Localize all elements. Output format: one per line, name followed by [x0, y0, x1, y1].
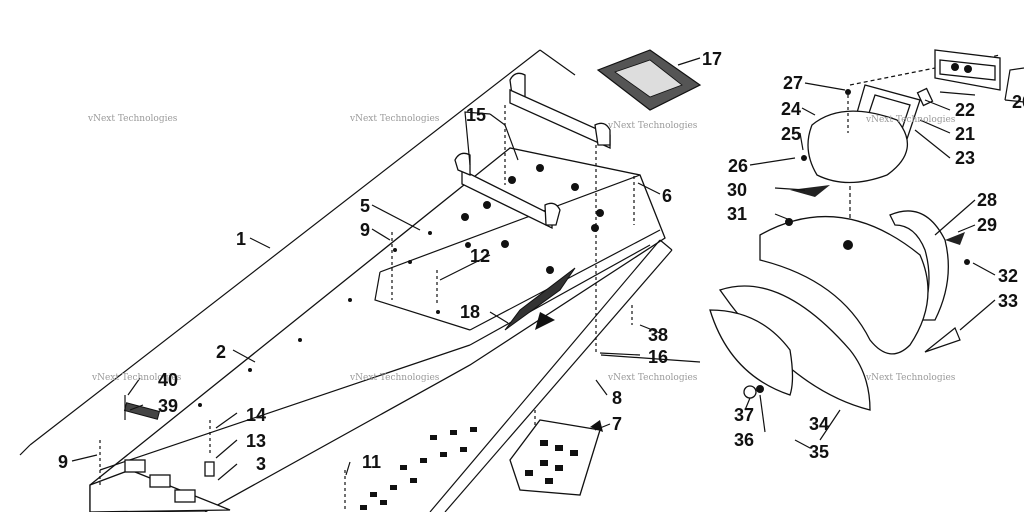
watermark-text: vNext Technologies: [349, 373, 440, 383]
label-part-8: 8: [612, 388, 622, 408]
watermark-text: vNext Technologies: [349, 114, 440, 124]
label-part-16: 16: [648, 347, 668, 367]
label-part-17: 17: [702, 49, 722, 69]
label-part-33: 33: [998, 291, 1018, 311]
label-part-14: 14: [246, 405, 266, 425]
label-part-40: 40: [158, 370, 178, 390]
label-part-15: 15: [466, 105, 486, 125]
tunnel-side-holes: [360, 427, 477, 510]
vent-18: [504, 267, 576, 331]
label-part-24: 24: [781, 99, 801, 119]
label-part-35: 35: [809, 442, 829, 462]
label-part-13: 13: [246, 431, 266, 451]
deck-rivets: [198, 164, 604, 407]
label-part-22: 22: [955, 100, 975, 120]
label-part-18: 18: [460, 302, 480, 322]
label-part-23: 23: [955, 148, 975, 168]
label-part-12: 12: [470, 246, 490, 266]
slide-rail: [429, 239, 673, 512]
label-part-9-b: 9: [58, 452, 68, 472]
label-part-5: 5: [360, 196, 370, 216]
label-part-37: 37: [734, 405, 754, 425]
watermark-text: vNext Technologies: [607, 373, 698, 383]
bracket-7: [509, 410, 603, 496]
label-part-30: 30: [727, 180, 747, 200]
grab-handles: [454, 72, 611, 230]
rear-fender-housing: [759, 215, 929, 355]
seat-24: [807, 89, 909, 184]
tunnel-deck: [89, 147, 666, 512]
front-hardware: [89, 395, 346, 512]
watermark-text: vNext Technologies: [865, 373, 956, 383]
watermarks: vNext Technologies vNext Technologies vN…: [87, 114, 956, 383]
decal-17: [596, 49, 702, 111]
watermark-text: vNext Technologies: [87, 114, 178, 124]
label-part-6: 6: [662, 186, 672, 206]
label-part-32: 32: [998, 266, 1018, 286]
snow-flap-34: [709, 285, 871, 411]
watermark-text: vNext Technologies: [607, 121, 698, 131]
label-part-28: 28: [977, 190, 997, 210]
label-part-39: 39: [158, 396, 178, 416]
label-part-29: 29: [977, 215, 997, 235]
label-part-25: 25: [781, 124, 801, 144]
label-part-36: 36: [734, 430, 754, 450]
label-part-27: 27: [783, 73, 803, 93]
right-hardware: [743, 155, 970, 399]
label-part-9: 9: [360, 220, 370, 240]
label-part-21: 21: [955, 124, 975, 144]
label-part-3: 3: [256, 454, 266, 474]
watermark-text: vNext Technologies: [91, 373, 182, 383]
label-part-2: 2: [216, 342, 226, 362]
label-part-1: 1: [236, 229, 246, 249]
label-part-34: 34: [809, 414, 829, 434]
label-part-20: 20: [1012, 92, 1024, 112]
label-part-7: 7: [612, 414, 622, 434]
label-part-31: 31: [727, 204, 747, 224]
part-labels: 1 2 3 5 6 7 8 9 9 11 12 13 14 15 16 17 1…: [58, 49, 1024, 474]
tunnel-boundary: [19, 49, 576, 456]
leader-lines: [71, 57, 1024, 481]
label-part-38: 38: [648, 325, 668, 345]
label-part-26: 26: [728, 156, 748, 176]
label-part-11: 11: [362, 452, 381, 472]
watermark-text: vNext Technologies: [865, 115, 956, 125]
rear-bumper-28: [889, 210, 949, 321]
